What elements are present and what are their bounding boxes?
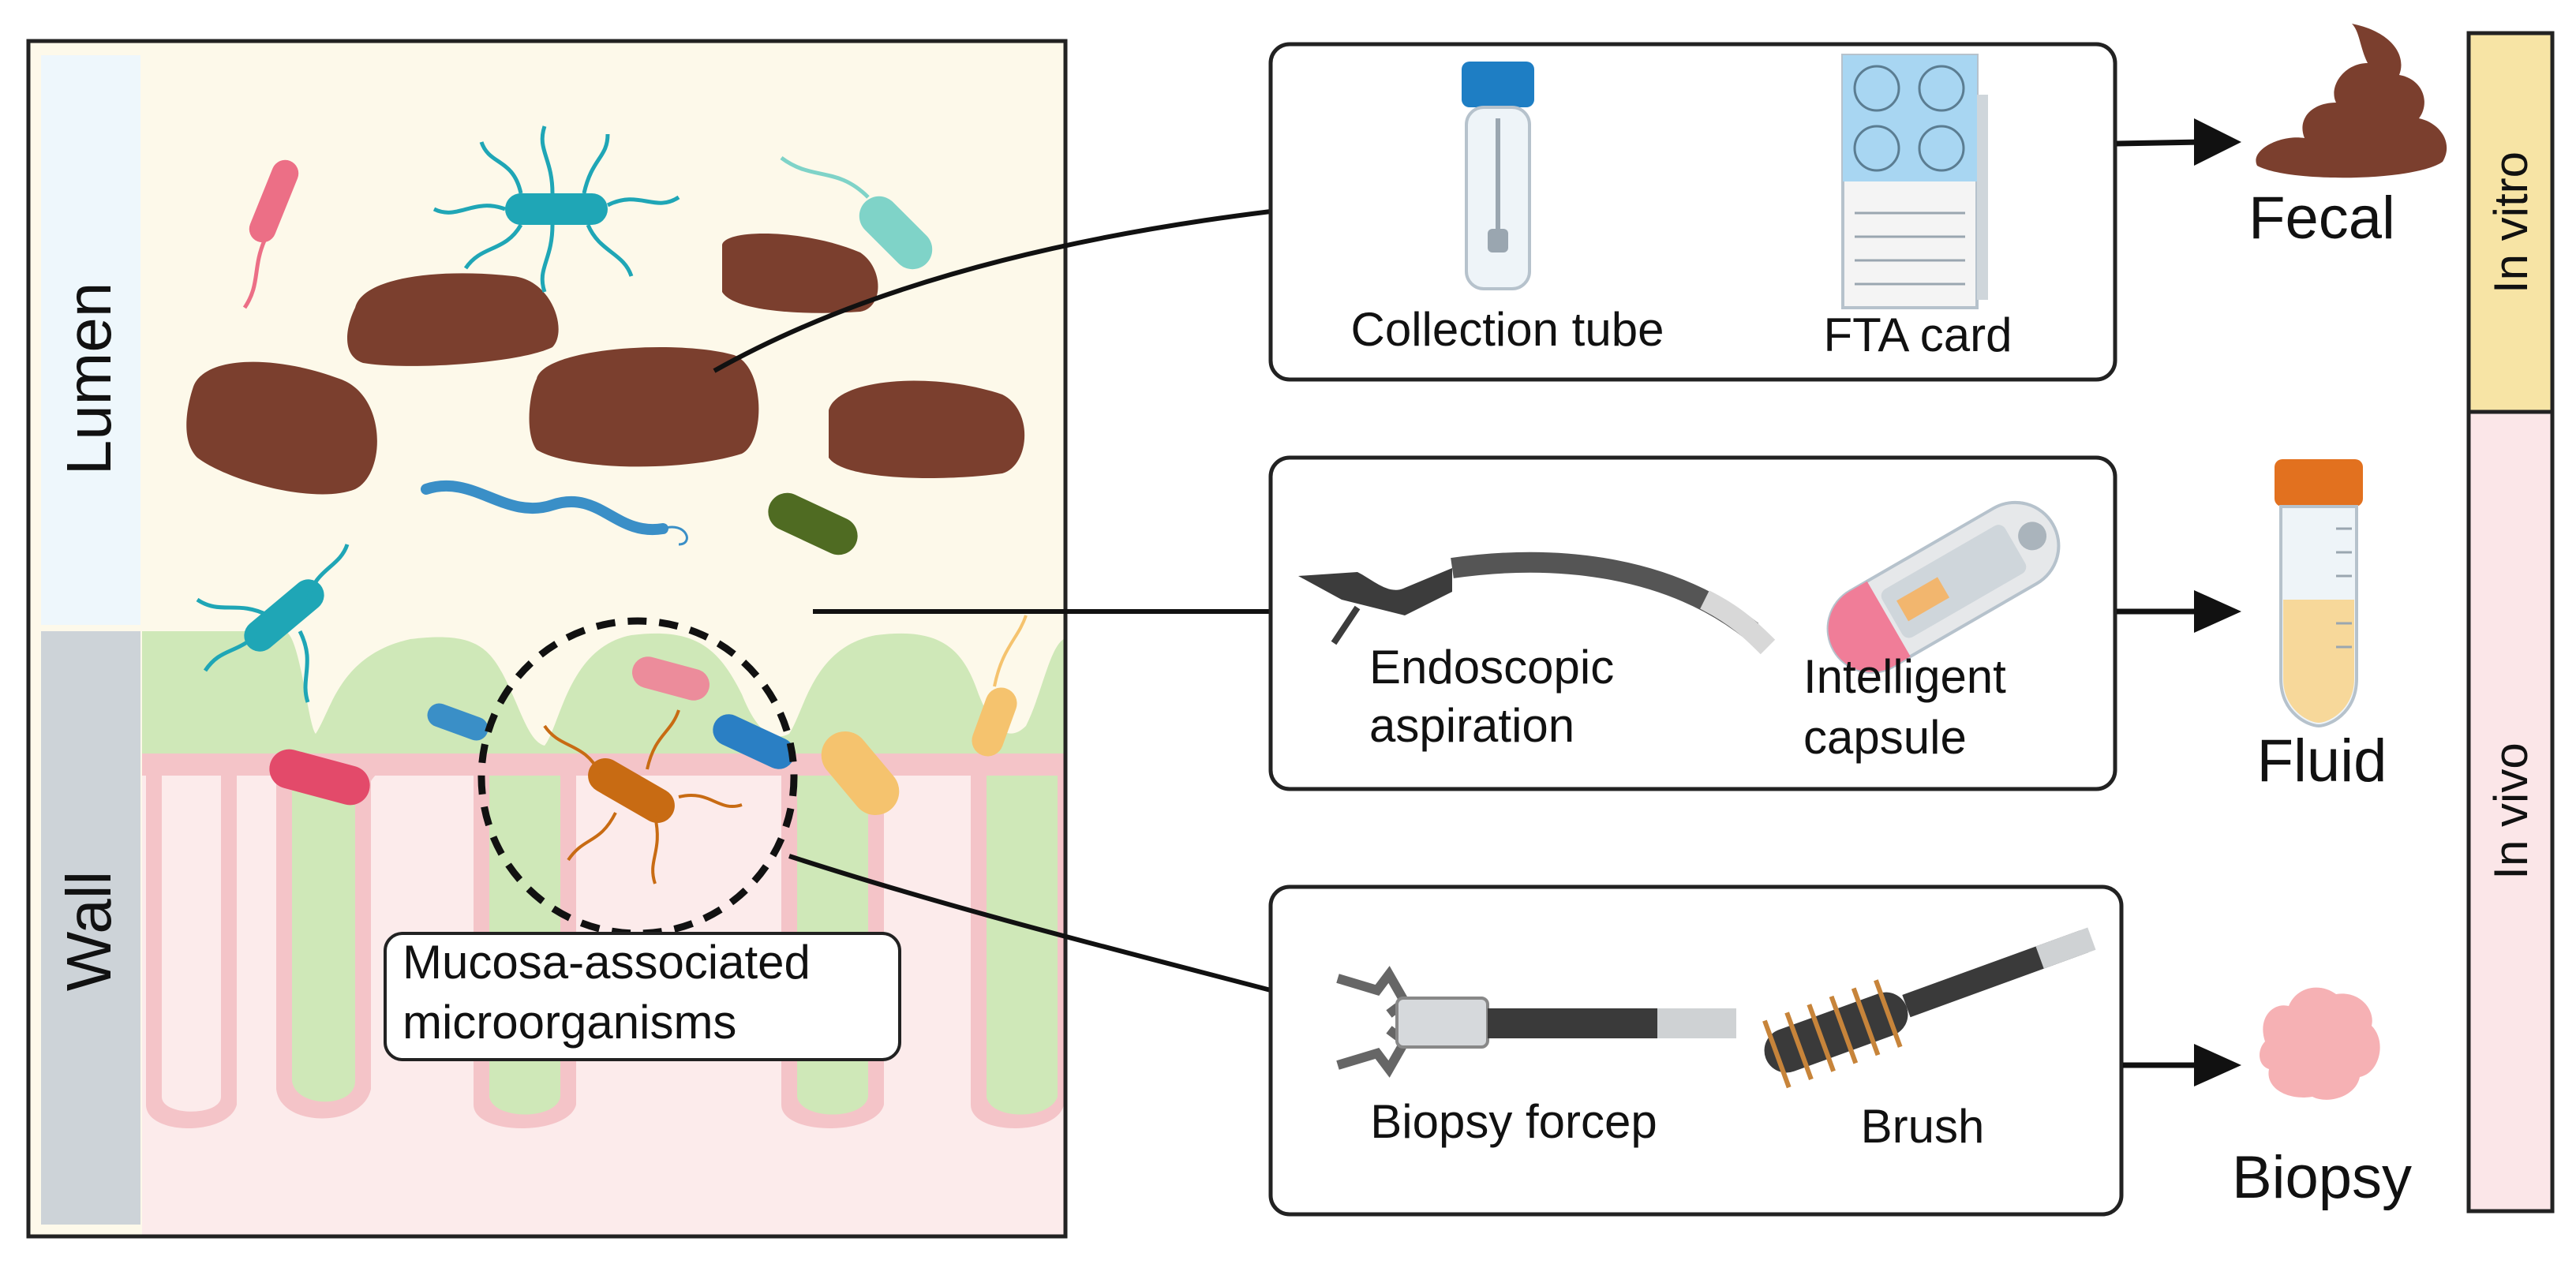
endoscopic-aspiration-line2: aspiration <box>1369 699 1574 752</box>
connector-biopsy <box>788 854 1271 993</box>
lumen-strip <box>41 55 140 625</box>
connector-lines <box>713 209 1271 993</box>
sampling-box-fluid: Endoscopic aspiration Intelligent capsul… <box>1268 455 2117 791</box>
wall-label: Wall <box>54 871 124 992</box>
biopsy-label: Biopsy <box>2232 1144 2412 1211</box>
stool-particles <box>186 234 1025 495</box>
brush-icon <box>1762 927 2096 1089</box>
arrows <box>2116 118 2241 1086</box>
intelligent-capsule-line1: Intelligent <box>1803 650 2006 703</box>
collection-tube-icon <box>1462 62 1534 290</box>
biopsy-forcep-icon <box>1336 966 1736 1078</box>
connector-fecal <box>713 209 1271 373</box>
arrow-head-biopsy <box>2194 1044 2241 1086</box>
mucus-layer <box>142 631 1064 757</box>
bacteria <box>196 125 1028 884</box>
mucosa-callout-box <box>384 932 901 1061</box>
fta-card-icon <box>1841 54 1988 309</box>
in-vitro-label: In vitro <box>2484 151 2537 294</box>
sampling-box-fecal: Collection tube FTA card <box>1268 42 2117 382</box>
gut-section-panel: Lumen Wall <box>26 39 1068 1239</box>
mucosa-callout-line2: microorganisms <box>402 996 736 1049</box>
collection-tube-label: Collection tube <box>1351 303 1664 356</box>
context-band: In vitro In vivo <box>2466 31 2555 1214</box>
fecal-sample-icon <box>2256 24 2447 178</box>
panel-border <box>26 39 1068 1239</box>
fta-card-label: FTA card <box>1824 309 2012 361</box>
intelligent-capsule-line2: capsule <box>1803 711 1967 764</box>
in-vivo-label: In vivo <box>2484 742 2537 879</box>
brush-label: Brush <box>1861 1100 1985 1153</box>
wall-strip <box>41 631 140 1225</box>
fluid-label: Fluid <box>2257 727 2387 795</box>
fluid-tube-icon <box>2275 459 2363 728</box>
arrow-head-fecal <box>2194 118 2241 166</box>
lumen-label: Lumen <box>54 282 124 476</box>
mucosa-focus-circle <box>477 617 798 937</box>
arrow-head-fluid <box>2194 590 2241 633</box>
biopsy-tissue-icon <box>2260 987 2380 1100</box>
mucosa-callout-line1: Mucosa-associated <box>402 936 811 989</box>
sampling-box-biopsy: Biopsy forcep Brush <box>1268 884 2124 1217</box>
biopsy-forcep-label: Biopsy forcep <box>1370 1095 1657 1148</box>
intelligent-capsule-icon <box>1826 500 2061 674</box>
fecal-label: Fecal <box>2248 185 2395 252</box>
endoscope-aspiration-icon <box>1298 552 1776 655</box>
endoscopic-aspiration-line1: Endoscopic <box>1369 641 1614 694</box>
in-vitro-band <box>2466 31 2555 414</box>
in-vivo-band <box>2466 409 2555 1214</box>
